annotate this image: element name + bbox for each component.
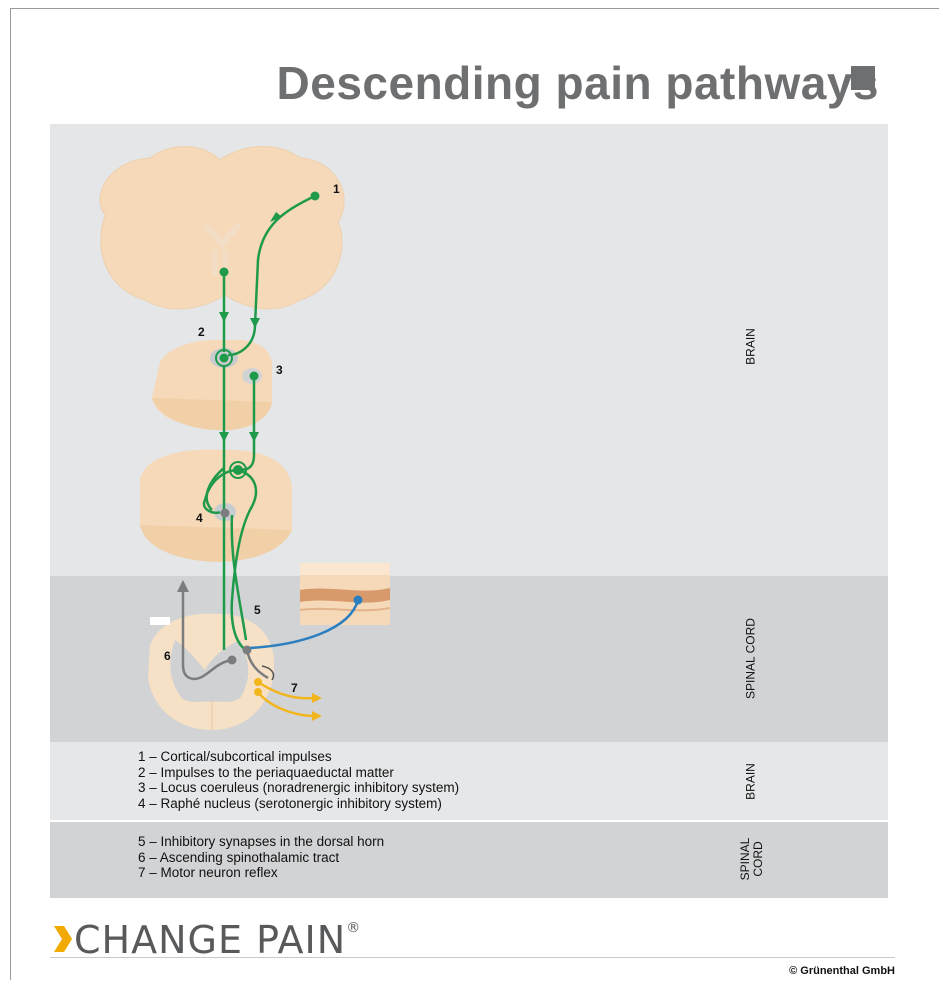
brain-section — [100, 146, 344, 308]
footer-divider — [50, 957, 895, 958]
copyright: © Grünenthal GmbH — [789, 965, 895, 977]
label-4: 4 — [196, 511, 203, 525]
legend-item: 2 – Impulses to the periaquaeductal matt… — [138, 765, 459, 781]
side-label-brain: BRAIN — [745, 317, 758, 377]
label-3: 3 — [276, 363, 283, 377]
legend-side-label-spinal: SPINAL CORD — [739, 831, 765, 887]
skin-block — [300, 563, 390, 625]
label-6: 6 — [164, 649, 171, 663]
legend-item: 5 – Inhibitory synapses in the dorsal ho… — [138, 834, 384, 850]
side-label-spinal-cord: SPINAL CORD — [745, 609, 758, 709]
legend-side-label-brain: BRAIN — [745, 757, 758, 807]
legend-item: 4 – Raphé nucleus (serotonergic inhibito… — [138, 796, 459, 812]
medulla-slice — [140, 450, 292, 562]
legend-item: 3 – Locus coeruleus (noradrenergic inhib… — [138, 780, 459, 796]
label-2: 2 — [198, 325, 205, 339]
yellow-pathway — [258, 682, 312, 716]
legend-item: 6 – Ascending spinothalamic tract — [138, 850, 384, 866]
label-5: 5 — [254, 603, 261, 617]
logo-chevron-icon — [52, 924, 74, 954]
legend-spinal: 5 – Inhibitory synapses in the dorsal ho… — [138, 834, 384, 881]
label-1: 1 — [333, 182, 340, 196]
legend-side-label-spinal-line2: CORD — [752, 831, 765, 887]
legend-item: 7 – Motor neuron reflex — [138, 865, 384, 881]
label-7: 7 — [291, 681, 298, 695]
change-pain-logo: CHANGE PAIN® — [74, 918, 361, 962]
logo-registered-mark: ® — [346, 920, 361, 936]
legend-brain: 1 – Cortical/subcortical impulses 2 – Im… — [138, 749, 459, 811]
legend-item: 1 – Cortical/subcortical impulses — [138, 749, 459, 765]
logo-text: CHANGE PAIN — [74, 918, 346, 962]
